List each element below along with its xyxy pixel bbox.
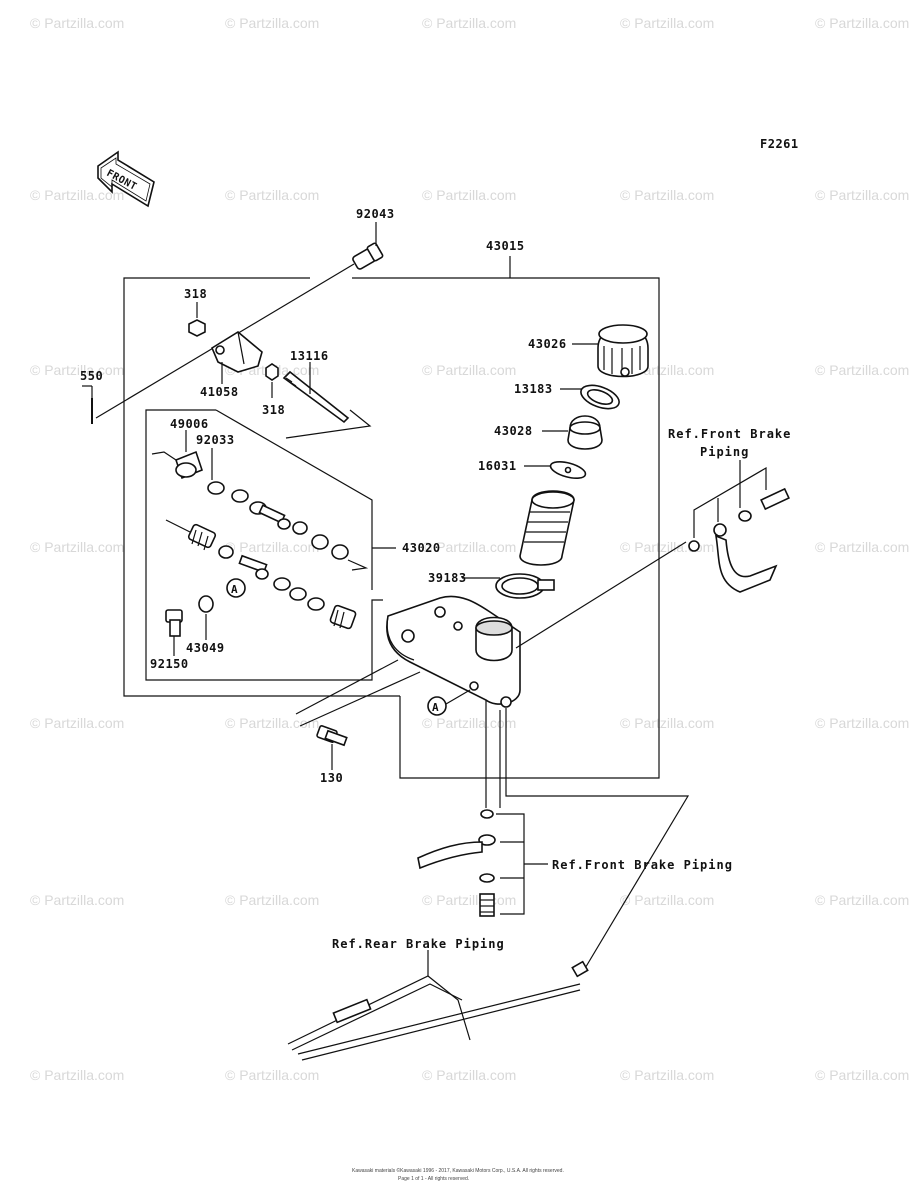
watermark: © Partzilla.com <box>422 715 516 731</box>
part-label-43028: 43028 <box>494 424 533 438</box>
part-label-49006: 49006 <box>170 417 209 431</box>
part-label-318-second: 318 <box>262 403 285 417</box>
part-label-318: 318 <box>184 287 207 301</box>
push-rod-13116 <box>282 362 372 439</box>
leader-lines <box>295 541 690 971</box>
clevis-41058 <box>210 331 263 384</box>
front-arrow-icon: FRONT <box>97 150 155 208</box>
part-label-550: 550 <box>80 369 103 383</box>
reference-labels: Ref.Front Brake Piping Ref.Front Brake P… <box>332 427 791 951</box>
part-label-92033: 92033 <box>196 433 235 447</box>
watermark: © Partzilla.com <box>815 362 909 378</box>
figure-code: F2261 <box>760 137 799 151</box>
part-label-92150: 92150 <box>150 657 189 671</box>
bolt-130 <box>316 725 348 770</box>
watermark: © Partzilla.com <box>815 15 909 31</box>
watermark: © Partzilla.com <box>225 539 319 555</box>
watermark: © Partzilla.com <box>225 187 319 203</box>
watermark: © Partzilla.com <box>30 892 124 908</box>
marker-a-outer: A <box>427 696 447 716</box>
part-label-43026: 43026 <box>528 337 567 351</box>
piston-row1 <box>231 489 369 571</box>
watermark: © Partzilla.com <box>30 715 124 731</box>
watermark: © Partzilla.com <box>620 15 714 31</box>
part-label-130: 130 <box>320 771 343 785</box>
plate-16031 <box>524 460 587 480</box>
watermark: © Partzilla.com <box>620 187 714 203</box>
part-label-92043: 92043 <box>356 207 395 221</box>
watermark: © Partzilla.com <box>422 539 516 555</box>
watermark: © Partzilla.com <box>30 539 124 555</box>
part-label-16031: 16031 <box>478 459 517 473</box>
assembly-43015-outline <box>123 256 660 779</box>
watermark: © Partzilla.com <box>422 1067 516 1083</box>
plate-13183 <box>560 384 620 410</box>
part-label-13116: 13116 <box>290 349 329 363</box>
watermark: © Partzilla.com <box>422 15 516 31</box>
watermark: © Partzilla.com <box>30 15 124 31</box>
cotter-pin-550 <box>82 385 93 424</box>
marker-a-inner: A <box>226 578 246 598</box>
watermark: © Partzilla.com <box>30 362 124 378</box>
nut-318-second <box>265 363 279 398</box>
diaphragm-43028 <box>542 415 603 450</box>
spring-row2 <box>165 519 357 630</box>
watermark: © Partzilla.com <box>225 15 319 31</box>
bolt-92150 <box>165 609 183 656</box>
watermark: © Partzilla.com <box>815 715 909 731</box>
part-label-41058: 41058 <box>200 385 239 399</box>
rear-brake-piping <box>287 950 589 1061</box>
watermark: © Partzilla.com <box>620 715 714 731</box>
footer-copyright: Kawasaki materials ©Kawasaki 1996 - 2017… <box>352 1167 564 1182</box>
watermarks: © Partzilla.com © Partzilla.com © Partzi… <box>30 15 909 1083</box>
part-label-13183: 13183 <box>514 382 553 396</box>
ref-rear-brake: Ref.Rear Brake Piping <box>332 937 505 951</box>
watermark: © Partzilla.com <box>225 892 319 908</box>
watermark: © Partzilla.com <box>815 892 909 908</box>
watermark: © Partzilla.com <box>815 187 909 203</box>
watermark: © Partzilla.com <box>620 892 714 908</box>
washer-43049 <box>198 595 214 640</box>
pin-92043 <box>95 222 384 419</box>
watermark: © Partzilla.com <box>225 1067 319 1083</box>
watermark: © Partzilla.com <box>422 892 516 908</box>
ref-front-brake-lower: Ref.Front Brake Piping <box>552 858 733 872</box>
watermark: © Partzilla.com <box>815 539 909 555</box>
watermark: © Partzilla.com <box>620 1067 714 1083</box>
part-label-39183: 39183 <box>428 571 467 585</box>
front-brake-piping-upper <box>688 460 790 593</box>
nut-318 <box>188 302 206 337</box>
watermark: © Partzilla.com <box>225 715 319 731</box>
circlip-92033 <box>207 448 225 495</box>
ref-front-brake-upper-line2: Piping <box>700 445 749 459</box>
front-brake-piping-lower <box>417 809 548 917</box>
footer-line2: Page 1 of 1 - All rights reserved. <box>398 1176 469 1182</box>
clamp-39183 <box>462 573 555 599</box>
part-label-43015: 43015 <box>486 239 525 253</box>
marker-a-label: A <box>432 701 439 714</box>
watermark: © Partzilla.com <box>30 187 124 203</box>
watermark: © Partzilla.com <box>620 539 714 555</box>
ref-front-brake-upper-line1: Ref.Front Brake <box>668 427 791 441</box>
cup-49006 <box>151 430 203 480</box>
watermark: © Partzilla.com <box>422 362 516 378</box>
part-labels: 92043 43015 318 550 41058 318 13116 4302… <box>80 207 567 785</box>
marker-a-label: A <box>231 583 238 596</box>
part-label-43049: 43049 <box>186 641 225 655</box>
part-label-43020: 43020 <box>402 541 441 555</box>
reservoir-cap-43026 <box>572 324 649 378</box>
assembly-43020-outline <box>145 409 396 681</box>
watermark: © Partzilla.com <box>815 1067 909 1083</box>
reservoir-hose <box>519 490 575 566</box>
watermark: © Partzilla.com <box>30 1067 124 1083</box>
footer-line1: Kawasaki materials ©Kawasaki 1996 - 2017… <box>352 1167 564 1174</box>
watermark: © Partzilla.com <box>422 187 516 203</box>
master-cylinder-body <box>386 595 521 708</box>
